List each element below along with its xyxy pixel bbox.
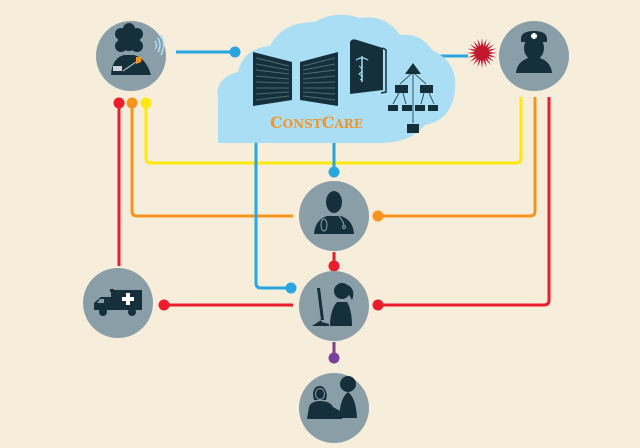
link-patient-doctor [130,103,293,218]
link-dot [285,282,297,294]
node-receptionist[interactable] [299,271,369,341]
link-nurse-receptionist [378,97,551,307]
cloud: CONSTCARE [217,14,456,143]
link-dot [328,352,340,364]
alert-burst-icon [467,38,497,68]
server-rack-icon [253,52,292,106]
node-ambulance[interactable] [83,268,153,338]
hierarchy-tree-icon [388,63,438,133]
link-dot [158,299,170,311]
nurse-icon [516,31,552,73]
link-dot-red [113,97,125,109]
link-dot-yellow [140,97,152,109]
family-icon [307,376,357,419]
link-dot [372,299,384,311]
medical-book-icon [350,39,387,94]
node-nurse[interactable] [499,21,569,91]
link-nurse-doctor [378,97,537,218]
receptionist-computer-icon [312,283,354,326]
patient-with-wearable-icon [111,23,165,75]
node-family[interactable] [299,373,369,443]
doctor-icon [314,191,354,234]
brand-name: CONSTCARE [270,113,363,132]
ambulance-icon [94,289,142,316]
connections [113,46,551,364]
link-dot [372,210,384,222]
server-rack-icon [300,52,338,106]
node-patient[interactable] [96,21,166,91]
node-doctor[interactable] [299,181,369,251]
alert-burst-shape [467,38,497,68]
link-dot [328,166,340,178]
link-dot [328,260,340,272]
link-dot [229,46,241,58]
link-dot-orange [126,97,138,109]
link-cloud-receptionist [254,140,291,290]
